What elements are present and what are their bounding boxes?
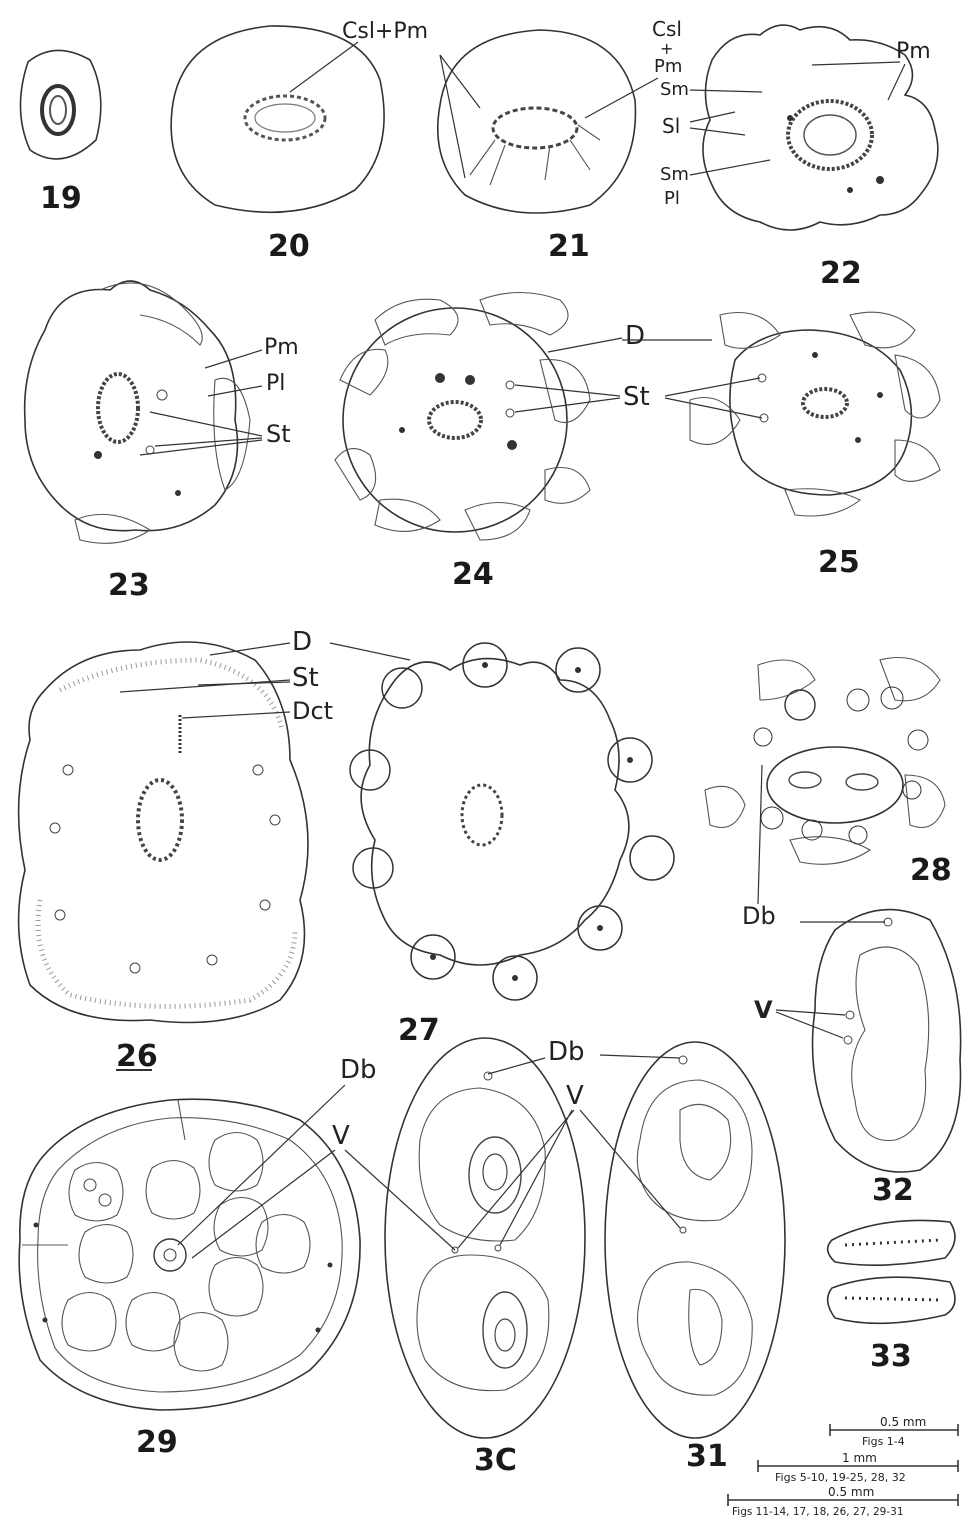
label-db-fig28: Db bbox=[742, 902, 776, 930]
scale-bar-2: 1 mm Figs 5-10, 19-25, 28, 32 bbox=[758, 1451, 958, 1484]
figure-number-28: 28 bbox=[910, 853, 952, 888]
label-db-fig29: Db bbox=[340, 1055, 377, 1085]
label-db-fig30: Db bbox=[548, 1037, 585, 1067]
scale-bar-3-value: 0.5 mm bbox=[828, 1485, 874, 1499]
label-sm-fig22-upper: Sm bbox=[660, 79, 689, 100]
figure-number-31: 31 bbox=[686, 1439, 728, 1474]
figure-31-section bbox=[605, 1042, 785, 1438]
scale-bar-1-value: 0.5 mm bbox=[880, 1415, 926, 1429]
figure-number-32: 32 bbox=[872, 1173, 914, 1208]
figure-23-section bbox=[25, 281, 250, 543]
figure-number-25: 25 bbox=[818, 545, 860, 580]
label-sm-fig22-lower: Sm bbox=[660, 164, 689, 185]
figure-number-26: 26 bbox=[116, 1039, 158, 1074]
label-st-fig24: St bbox=[623, 382, 650, 412]
figure-21-section bbox=[438, 30, 636, 213]
figure-number-21: 21 bbox=[548, 229, 590, 264]
figure-28-section bbox=[705, 658, 945, 865]
label-pl-fig23: Pl bbox=[266, 371, 285, 396]
label-pl-fig22: Pl bbox=[664, 188, 680, 209]
figure-32-section bbox=[813, 910, 961, 1172]
label-st-fig26: St bbox=[292, 663, 319, 693]
scale-bar-3-figs: Figs 11-14, 17, 18, 26, 27, 29-31 bbox=[732, 1506, 904, 1518]
scale-bar-2-figs: Figs 5-10, 19-25, 28, 32 bbox=[775, 1471, 906, 1484]
label-d-fig24: D bbox=[625, 321, 645, 351]
label-v-fig32: V bbox=[754, 996, 773, 1024]
scale-bar-3: 0.5 mm Figs 11-14, 17, 18, 26, 27, 29-31 bbox=[728, 1485, 958, 1518]
figure-33-section bbox=[828, 1220, 955, 1323]
figure-29-section bbox=[19, 1099, 360, 1410]
figure-number-19: 19 bbox=[40, 181, 82, 216]
figure-19-section bbox=[20, 50, 100, 158]
scale-bar-2-value: 1 mm bbox=[842, 1451, 877, 1465]
figure-number-23: 23 bbox=[108, 568, 150, 603]
label-csl-pm-fig20: Csl+Pm bbox=[342, 19, 428, 44]
figure-20-section bbox=[171, 26, 384, 212]
label-pm-fig22: Pm bbox=[896, 39, 931, 64]
figure-26-section bbox=[19, 642, 308, 1023]
figure-25-section bbox=[690, 312, 940, 516]
label-d-fig26: D bbox=[292, 627, 312, 657]
figure-24-section bbox=[335, 293, 590, 541]
figure-30-section bbox=[385, 1038, 585, 1438]
figure-number-22: 22 bbox=[820, 256, 862, 291]
label-csl-fig21: Csl bbox=[652, 17, 682, 41]
figure-number-29: 29 bbox=[136, 1425, 178, 1460]
label-pm-fig23: Pm bbox=[264, 335, 299, 360]
figure-number-27: 27 bbox=[398, 1013, 440, 1048]
figure-number-33: 33 bbox=[870, 1339, 912, 1374]
figure-number-24: 24 bbox=[452, 557, 494, 592]
figure-number-30: 3C bbox=[474, 1443, 517, 1478]
label-pm-fig21: Pm bbox=[654, 56, 682, 77]
label-dct-fig26: Dct bbox=[292, 697, 333, 725]
label-st-fig23: St bbox=[266, 420, 291, 448]
label-v-fig30: V bbox=[566, 1081, 584, 1111]
figure-number-20: 20 bbox=[268, 229, 310, 264]
figure-27-section bbox=[350, 643, 674, 1000]
scale-bar-1-figs: Figs 1-4 bbox=[862, 1435, 905, 1448]
scale-bar-1: 0.5 mm Figs 1-4 bbox=[830, 1415, 958, 1448]
label-v-fig29: V bbox=[332, 1121, 350, 1151]
label-sl-fig22: Sl bbox=[662, 114, 680, 138]
